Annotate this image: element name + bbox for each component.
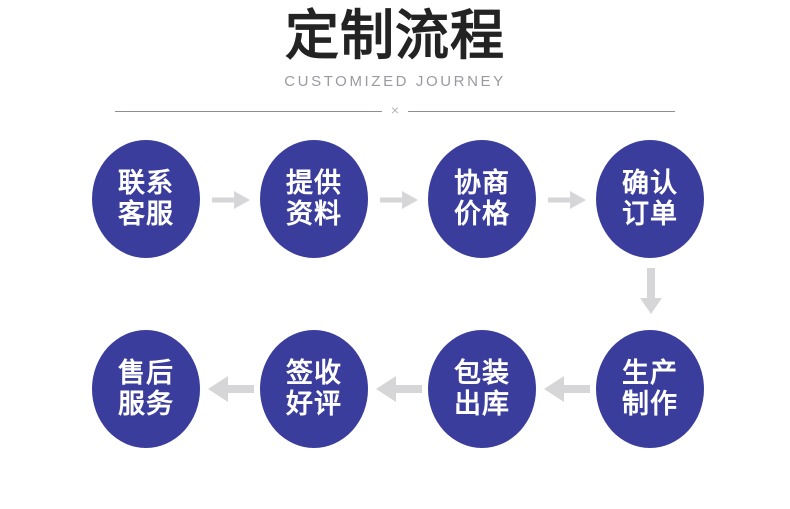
section-divider: × [115, 100, 675, 122]
header: 定制流程 CUSTOMIZED JOURNEY [0, 0, 790, 92]
flow-node-label-line1: 协商 [454, 168, 510, 199]
flow-node-label-line2: 服务 [118, 389, 174, 420]
flow-node-confirm-order[interactable]: 确认 订单 [596, 140, 704, 258]
flow-node-contact-service[interactable]: 联系 客服 [92, 140, 200, 258]
flow-node-sign-and-review[interactable]: 签收 好评 [260, 330, 368, 448]
divider-line-left [115, 110, 382, 112]
flow-node-label-line2: 制作 [622, 389, 678, 420]
flow-node-production[interactable]: 生产 制作 [596, 330, 704, 448]
flow-node-package-and-ship[interactable]: 包装 出库 [428, 330, 536, 448]
flow-row-bottom: 售后 服务 签收 好评 包装 出库 生产 制作 [0, 330, 790, 450]
flow-node-after-sales-service[interactable]: 售后 服务 [92, 330, 200, 448]
flow-node-label-line1: 包装 [454, 358, 510, 389]
arrow-down-icon [636, 268, 666, 316]
flow-row-top: 联系 客服 提供 资料 协商 价格 确认 订单 [0, 140, 790, 260]
flow-node-label-line2: 出库 [454, 389, 510, 420]
arrow-left-icon [544, 374, 590, 404]
flow-node-label-line2: 客服 [118, 199, 174, 230]
flow-node-label-line2: 资料 [286, 199, 342, 230]
flow-node-label-line2: 订单 [622, 199, 678, 230]
flow-node-label-line1: 售后 [118, 358, 174, 389]
arrow-right-icon [212, 188, 250, 212]
page-subtitle: CUSTOMIZED JOURNEY [284, 73, 506, 90]
divider-line-right [408, 110, 675, 112]
flow-node-label-line2: 好评 [286, 389, 342, 420]
flow-node-label-line1: 生产 [622, 358, 678, 389]
divider-x-mark: × [390, 102, 400, 118]
flow-node-label-line1: 联系 [118, 168, 174, 199]
arrow-left-icon [376, 374, 422, 404]
arrow-right-icon [380, 188, 418, 212]
flow-node-label-line1: 确认 [622, 168, 678, 199]
flow-node-label-line2: 价格 [454, 199, 510, 230]
flow-node-label-line1: 提供 [286, 168, 342, 199]
page-title: 定制流程 [285, 4, 505, 67]
flow-node-label-line1: 签收 [286, 358, 342, 389]
arrow-right-icon [548, 188, 586, 212]
flow-node-provide-materials[interactable]: 提供 资料 [260, 140, 368, 258]
flow-node-negotiate-price[interactable]: 协商 价格 [428, 140, 536, 258]
arrow-left-icon [208, 374, 254, 404]
